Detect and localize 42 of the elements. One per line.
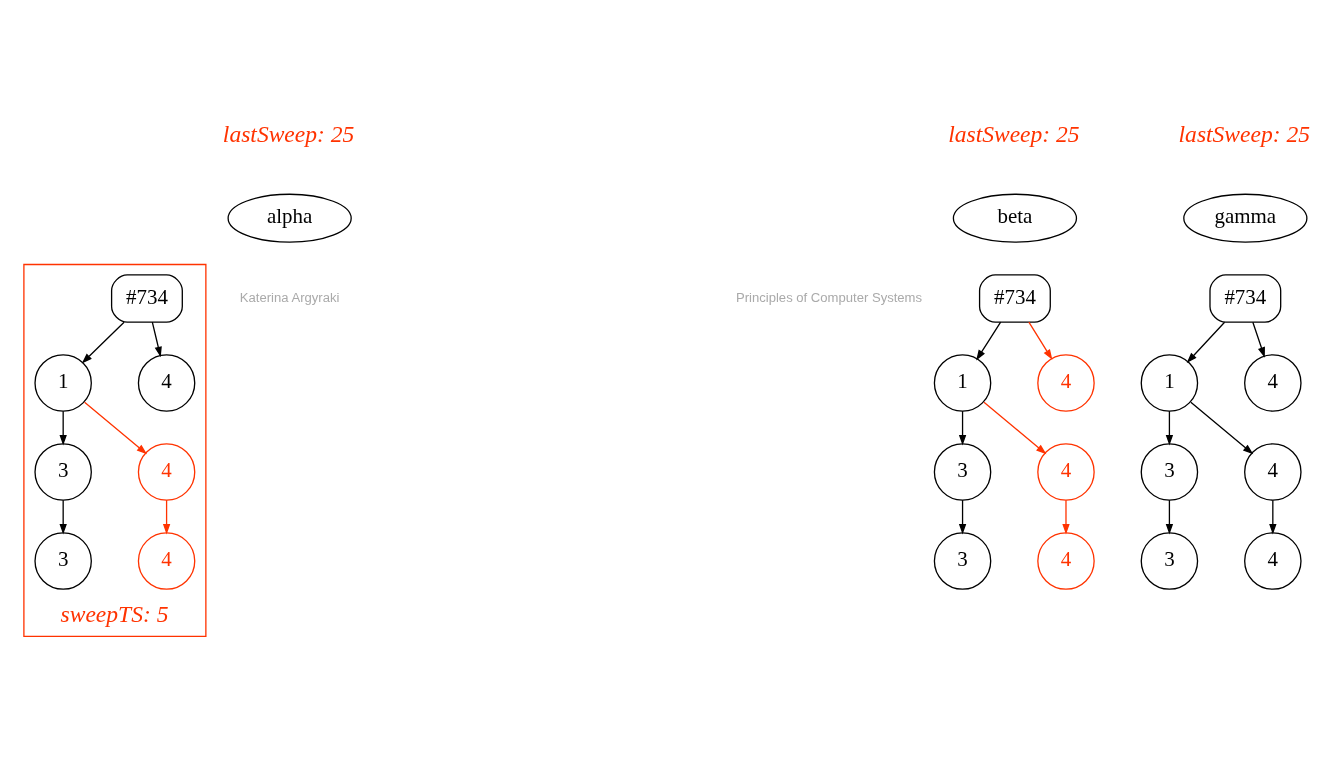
label: lastSweep: 25 — [948, 120, 1080, 147]
node-circle: 3 — [34, 531, 92, 590]
arrow — [1252, 321, 1265, 358]
node-circle: 3 — [1140, 442, 1199, 501]
node-circle: 3 — [933, 531, 992, 590]
node-circle: 4 — [137, 353, 196, 412]
arrow — [958, 410, 967, 445]
label: Principles of Computer Systems — [735, 289, 923, 305]
node-box: #734 — [978, 273, 1051, 323]
node-circle: 3 — [933, 442, 992, 501]
arrow — [1269, 499, 1277, 535]
node-circle: 4 — [1037, 353, 1095, 412]
node-circle: 4 — [1244, 353, 1302, 412]
label: Katerina Argyraki — [239, 289, 340, 305]
node-ellipse: beta — [952, 193, 1078, 243]
node-ellipse: alpha — [227, 193, 352, 243]
arrow — [59, 410, 67, 445]
node-circle: 3 — [34, 442, 92, 501]
arrow — [81, 321, 125, 363]
arrow — [151, 321, 162, 357]
node-circle: 4 — [1244, 531, 1302, 590]
node-box: #734 — [110, 273, 183, 323]
label: lastSweep: 25 — [1178, 120, 1311, 147]
arrow — [1165, 410, 1174, 445]
label: lastSweep: 25 — [222, 120, 355, 147]
arrow — [1165, 499, 1174, 535]
arrow — [983, 401, 1047, 454]
arrow — [958, 499, 967, 535]
arrow — [1186, 321, 1226, 363]
arrow — [1062, 499, 1070, 535]
arrow — [976, 321, 1002, 360]
arrow — [59, 499, 67, 535]
node-circle: 4 — [137, 531, 196, 590]
node-circle: 3 — [1140, 531, 1199, 590]
node-circle: 4 — [1037, 531, 1095, 590]
node-box: #734 — [1209, 273, 1282, 323]
arrow — [1028, 321, 1053, 360]
arrow — [83, 401, 148, 454]
arrow — [162, 499, 171, 535]
node-ellipse: gamma — [1183, 193, 1308, 243]
arrow — [1190, 401, 1254, 454]
node-circle: 1 — [933, 353, 992, 412]
